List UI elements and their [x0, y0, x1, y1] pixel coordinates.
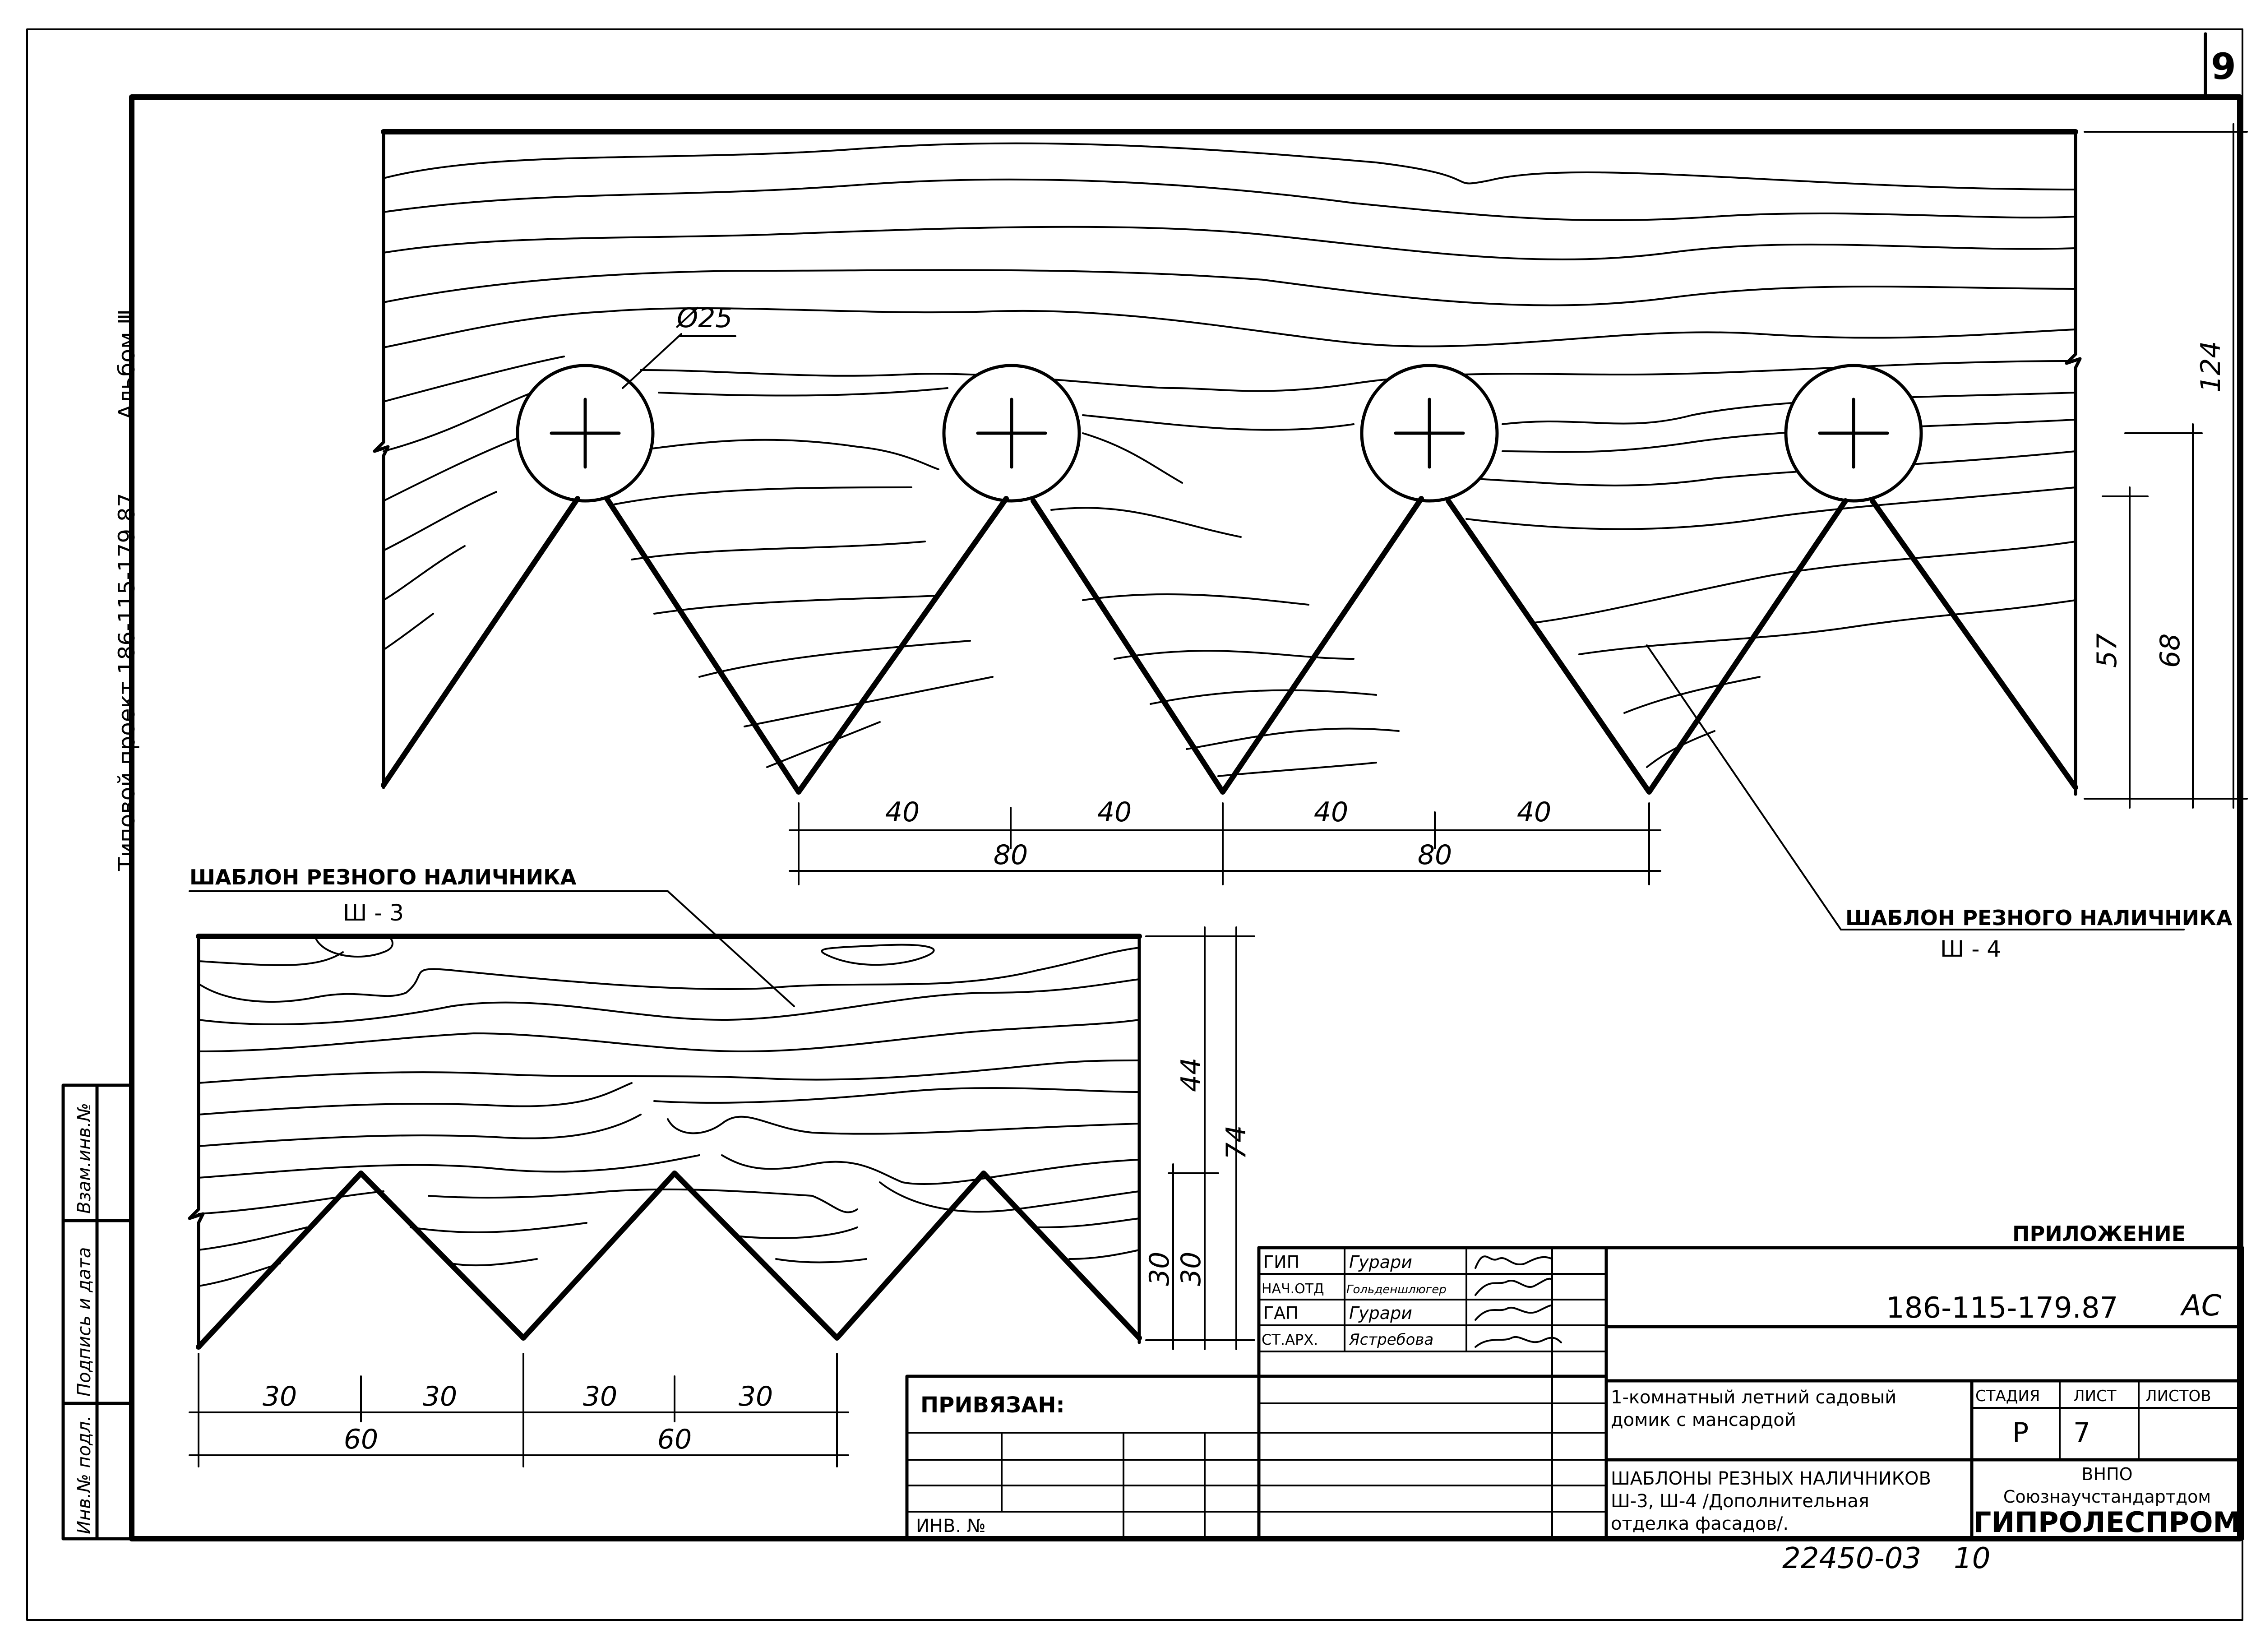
signer-role-1: ГИП — [1263, 1252, 1299, 1272]
sh3-code: Ш - 3 — [343, 900, 404, 926]
project-number: Типовой проект 186-115-179.87 — [114, 493, 140, 871]
signer-name-3: Гурари — [1349, 1303, 1412, 1323]
dim-68: 68 — [2154, 634, 2186, 668]
template-sh4: Ø25 40 40 40 40 80 80 1 — [373, 123, 2248, 962]
signer-role-2: НАЧ.ОТД — [1262, 1281, 1324, 1297]
sh4-code: Ш - 4 — [1940, 936, 2001, 962]
object-name-2: домик с мансардой — [1611, 1410, 1796, 1430]
signature-2 — [1475, 1277, 1553, 1296]
cut-edge-sh4 — [381, 496, 2078, 795]
dim-60-a: 60 — [344, 1424, 378, 1455]
sheet-value: 7 — [2073, 1417, 2090, 1448]
signature-1 — [1475, 1255, 1553, 1269]
org-line-2: Союзнаучстандартдом — [2003, 1487, 2211, 1507]
signer-name-1: Гурари — [1349, 1252, 1412, 1272]
dim-74: 74 — [1220, 1125, 1252, 1160]
hole-1 — [516, 364, 655, 503]
dim-80-b: 80 — [1418, 839, 1452, 871]
sh3-title: ШАБЛОН РЕЗНОГО НАЛИЧНИКА — [190, 865, 577, 889]
dim-40-a: 40 — [885, 796, 920, 828]
side-strip: Типовой проект 186-115-179.87 Альбом Ⅲ В… — [61, 309, 140, 1541]
signature-4 — [1475, 1336, 1562, 1348]
hole-2 — [942, 364, 1081, 503]
sheet-title-2: Ш-3, Ш-4 /Дополнительная — [1611, 1491, 1869, 1512]
dim-40-b: 40 — [1097, 796, 1132, 828]
sh4-title: ШАБЛОН РЕЗНОГО НАЛИЧНИКА — [1845, 906, 2233, 930]
side-cell-inv: Инв.№ подл. — [74, 1416, 95, 1534]
signer-name-2: Гольденшлюгер — [1346, 1283, 1447, 1296]
dim-44: 44 — [1175, 1058, 1207, 1092]
sheets-header: ЛИСТОВ — [2145, 1387, 2211, 1405]
doc-code: 186-115-179.87 — [1886, 1291, 2118, 1325]
album-number: Альбом Ⅲ — [114, 309, 140, 420]
dim-40-d: 40 — [1517, 796, 1551, 828]
dim-30-d: 30 — [739, 1381, 773, 1412]
dims-horizontal-sh3: 30 30 30 30 60 60 — [189, 1353, 849, 1467]
page-number: 9 — [2211, 46, 2236, 88]
object-name-1: 1-комнатный летний садовый — [1611, 1387, 1896, 1408]
sheet-title-1: ШАБЛОНЫ РЕЗНЫХ НАЛИЧНИКОВ — [1611, 1468, 1931, 1489]
dim-30-v1: 30 — [1175, 1252, 1207, 1286]
side-cell-vzam: Взам.инв.№ — [74, 1103, 95, 1214]
dim-80-a: 80 — [994, 839, 1028, 871]
dim-30-v2: 30 — [1144, 1252, 1175, 1286]
side-cell-podpis: Подпись и дата — [74, 1247, 95, 1397]
hole-diameter-label: Ø25 — [675, 302, 733, 334]
stage-header: СТАДИЯ — [1975, 1387, 2040, 1405]
doc-suffix: АС — [2180, 1289, 2222, 1323]
title-block: ПРИЛОЖЕНИЕ ГИП Гурари НАЧ.ОТД Гольденшлю… — [905, 1222, 2244, 1575]
dim-30-b: 30 — [423, 1381, 457, 1412]
hole-3 — [1360, 364, 1499, 503]
stage-value: Р — [2012, 1417, 2029, 1448]
bound-label: ПРИВЯЗАН: — [920, 1393, 1065, 1418]
signer-role-3: ГАП — [1263, 1303, 1299, 1323]
hole-4 — [1784, 364, 1923, 503]
sheet-title-3: отделка фасадов/. — [1611, 1513, 1789, 1534]
org-line-1: ВНПО — [2081, 1464, 2132, 1484]
signature-3 — [1475, 1305, 1553, 1321]
dim-30-a: 30 — [263, 1381, 297, 1412]
dim-60-b: 60 — [657, 1424, 692, 1455]
appendix-label: ПРИЛОЖЕНИЕ — [2012, 1222, 2186, 1246]
dim-40-c: 40 — [1314, 796, 1348, 828]
dim-30-c: 30 — [583, 1381, 617, 1412]
template-sh3: 30 30 30 30 60 60 74 44 30 30 ШАБЛОН РЕЗ… — [188, 865, 1255, 1467]
dim-57: 57 — [2091, 634, 2123, 668]
inv-label: ИНВ. № — [916, 1516, 985, 1536]
dim-124: 124 — [2195, 341, 2227, 393]
page-number-box: 9 — [2204, 32, 2236, 99]
signer-role-4: СТ.АРХ. — [1262, 1331, 1318, 1348]
dims-vertical-sh3: 74 44 30 30 — [1144, 926, 1255, 1350]
archive-sheet: 10 — [1954, 1542, 1990, 1575]
dims-vertical-sh4: 124 68 57 — [2084, 123, 2248, 809]
org-line-3: ГИПРОЛЕСПРОМ — [1974, 1506, 2241, 1539]
archive-number: 22450-03 — [1782, 1542, 1921, 1575]
cut-edge-sh3 — [196, 1171, 1142, 1350]
sheet-header: ЛИСТ — [2073, 1387, 2117, 1405]
signer-name-4: Ястребова — [1349, 1331, 1433, 1349]
dims-horizontal-sh4: 40 40 40 40 80 80 — [789, 796, 1661, 885]
